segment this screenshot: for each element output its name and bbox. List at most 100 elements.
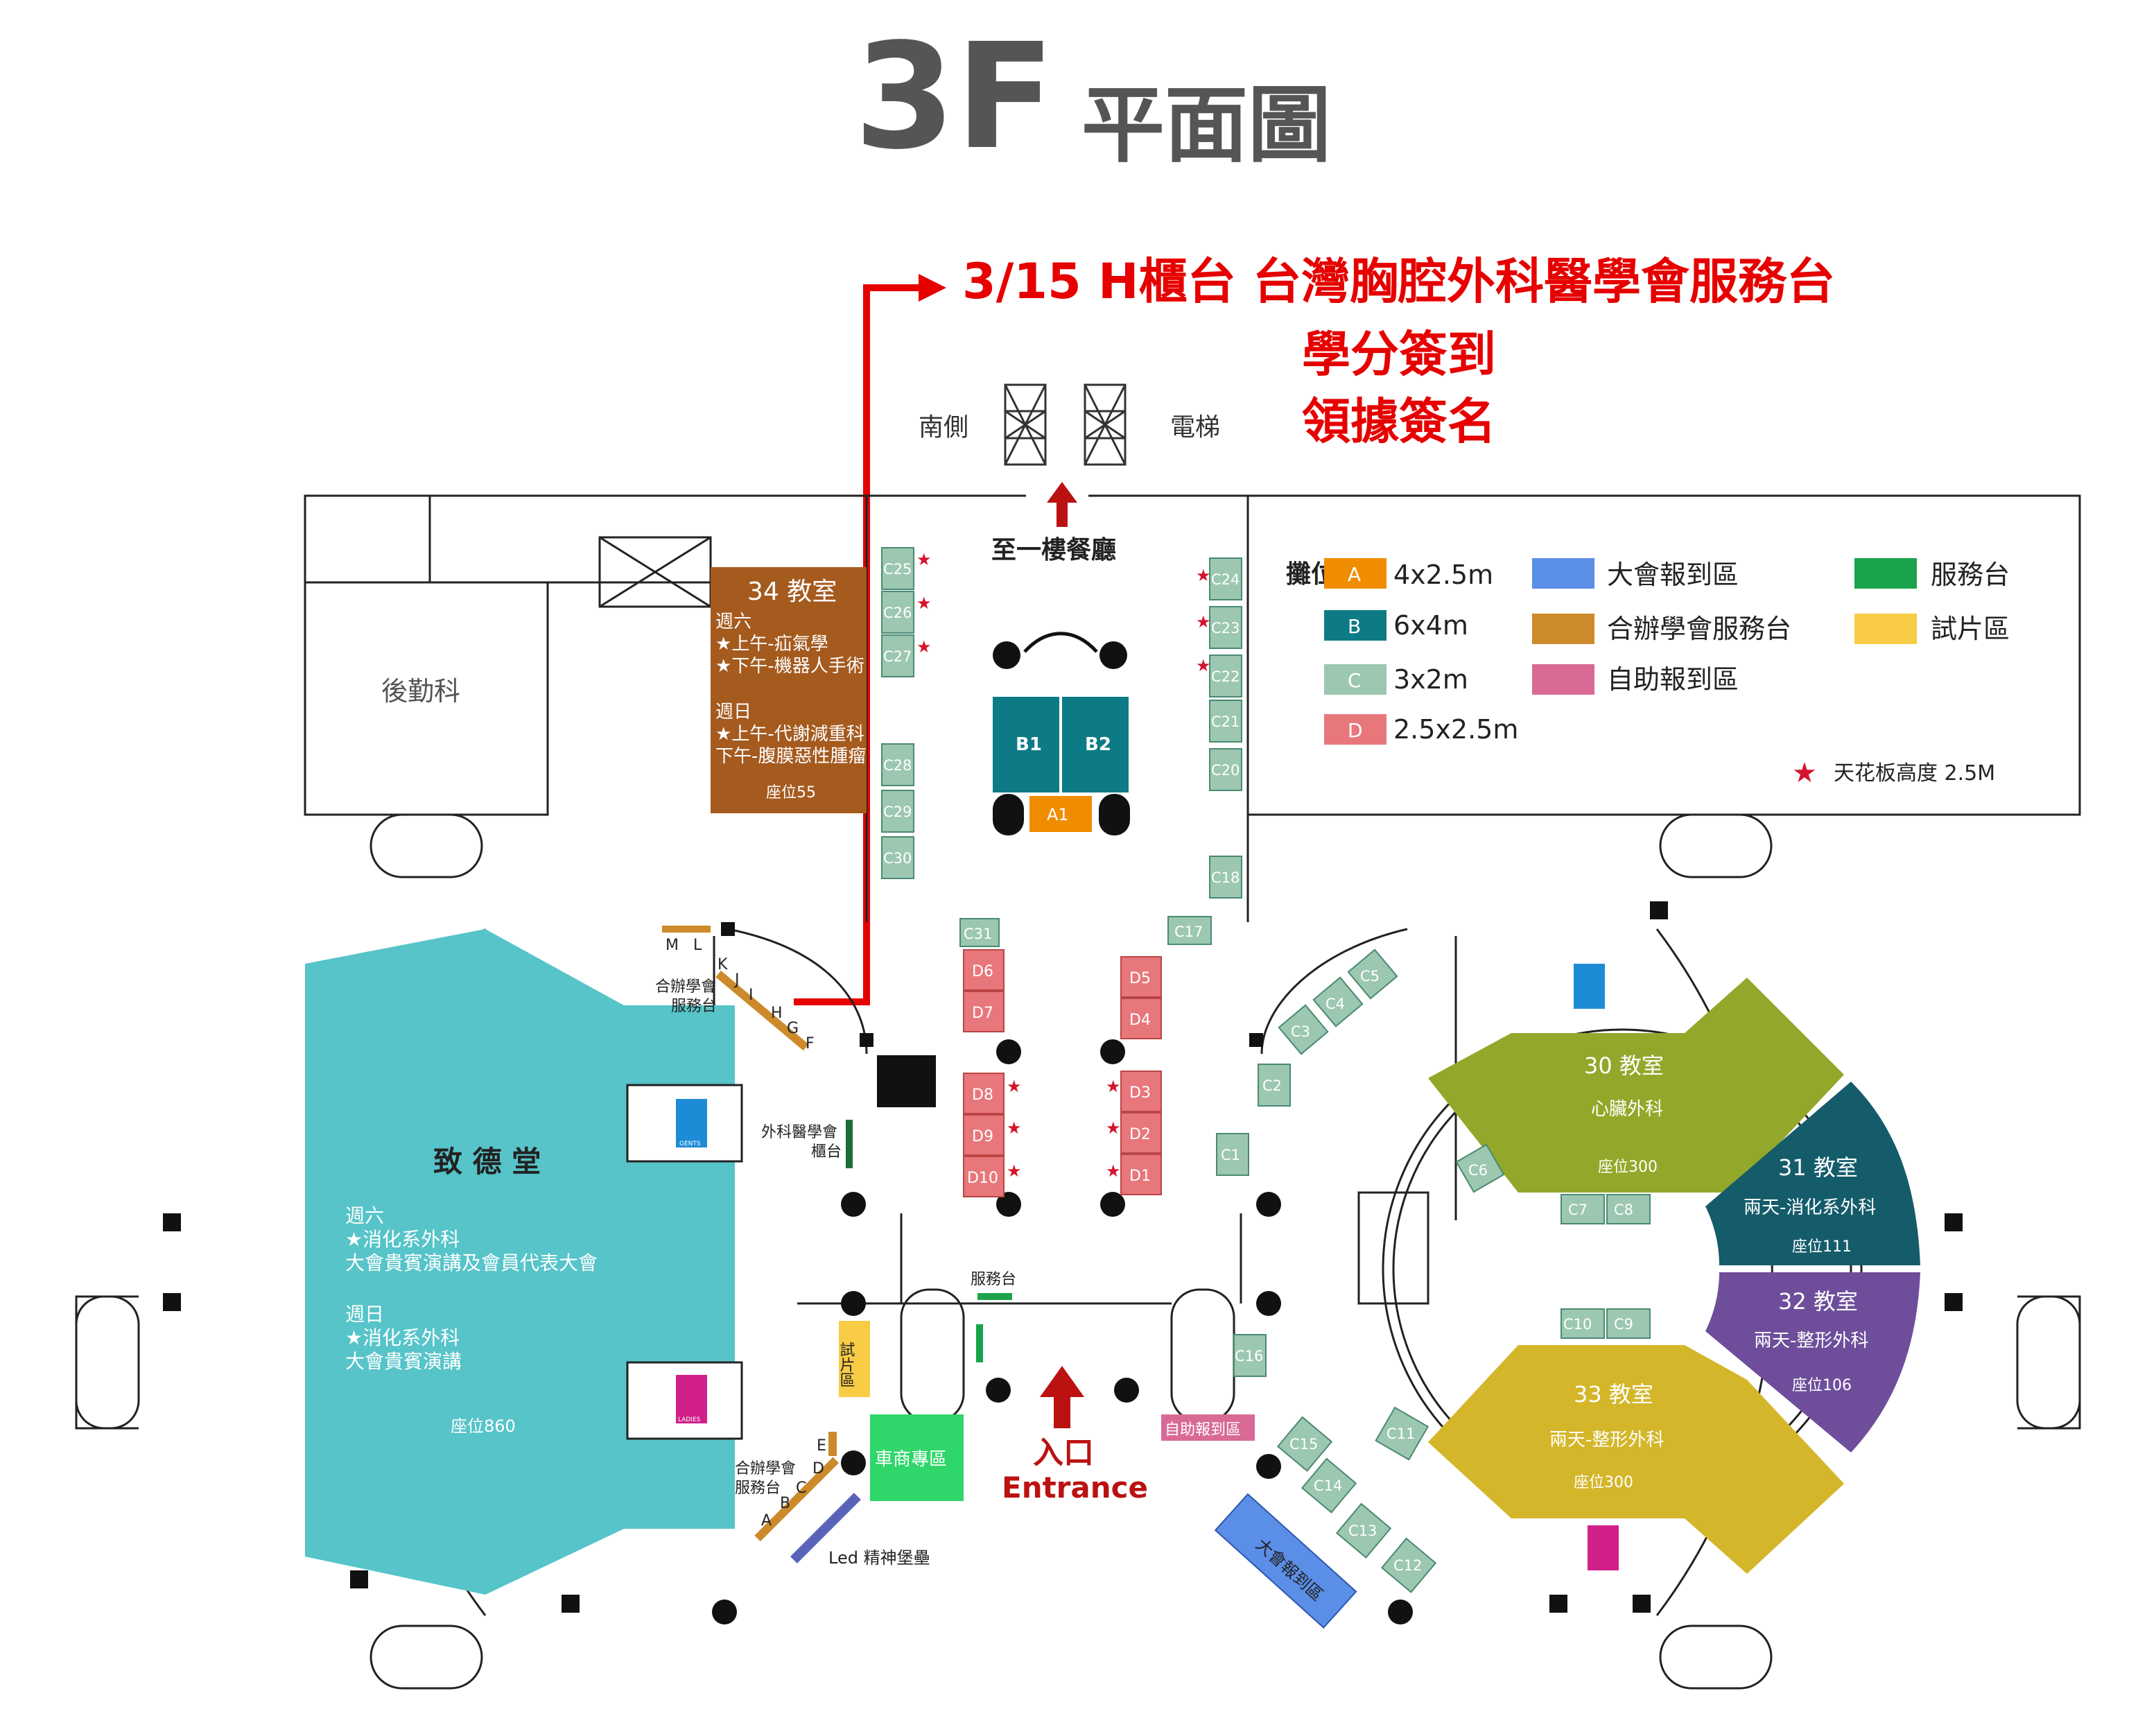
room34-line: 週六 [715, 612, 751, 632]
self-checkin-area[interactable]: 自助報到區 [1161, 1414, 1255, 1441]
booth-c13: C13 [1335, 1502, 1392, 1559]
notice-block: 3/15 H櫃台 台灣胸腔外科醫學會服務台 學分簽到 領據簽名 [794, 253, 1835, 1005]
booth-c14-label: C14 [1314, 1477, 1342, 1494]
restroom-ladies-left: LADIES [626, 1361, 743, 1440]
legend-size-c-label: 3x2m [1393, 664, 1468, 695]
restroom-gents-left: GENTS [626, 1084, 743, 1163]
film-area[interactable]: 試片區 [837, 1321, 871, 1397]
booth-c6: C6 [1455, 1143, 1505, 1193]
booth-c16-label: C16 [1235, 1348, 1263, 1364]
room30-sub: 心臟外科 [1591, 1099, 1663, 1120]
booth-c8: C8 [1606, 1194, 1651, 1224]
svg-text:★: ★ [1196, 612, 1211, 632]
surgery-desk[interactable]: 外科醫學會 櫃台 [761, 1120, 853, 1168]
service-desk[interactable]: 服務台 [971, 1271, 1016, 1362]
title-big: 3F [854, 12, 1055, 182]
registration-area[interactable]: 大會報到區 [1214, 1493, 1357, 1629]
restroom-gents-right [1574, 964, 1605, 1009]
legend-area-service: 服務台 [1854, 558, 2010, 590]
svg-text:★: ★ [1007, 1077, 1022, 1096]
room33-seats: 座位300 [1574, 1474, 1633, 1491]
letter-i: I [749, 987, 754, 1004]
room34-line: ★上午-疝氣學 [715, 634, 828, 655]
vendor-area[interactable]: 車商專區 [870, 1414, 964, 1501]
hall-seats: 座位860 [451, 1416, 516, 1436]
room-30[interactable]: 30 教室 心臟外科 座位300 [1428, 978, 1844, 1193]
entrance-en: Entrance [1002, 1471, 1148, 1505]
c-booths[interactable]: C25 C26 C27 C28 C29 C30 C31 C24 C23 C22 … [881, 547, 1651, 1593]
room-31[interactable]: 31 教室 兩天-消化系外科 座位111 [1705, 1082, 1920, 1265]
booth-c7: C7 [1561, 1194, 1605, 1224]
letter-m: M [666, 937, 679, 954]
hall-line: ★消化系外科 [345, 1326, 460, 1349]
ladies-label: LADIES [678, 1416, 701, 1423]
joint-desk-lower[interactable]: 合辦學會 服務台 E D C B A [735, 1432, 839, 1542]
room31-sub: 兩天-消化系外科 [1744, 1197, 1876, 1218]
svg-text:★: ★ [1106, 1077, 1121, 1096]
joint-desk-lower-line1: 合辦學會 [735, 1460, 796, 1477]
pillars [163, 901, 1963, 1613]
room34-seats: 座位55 [766, 784, 816, 801]
booth-c11-label: C11 [1386, 1425, 1415, 1442]
booth-d3: D3 [1120, 1071, 1162, 1112]
legend-area-registration-label: 大會報到區 [1607, 560, 1739, 590]
booth-c14: C14 [1301, 1457, 1357, 1514]
booth-b1[interactable]: B1 [993, 697, 1059, 792]
booth-d6: D6 [963, 949, 1005, 991]
svg-text:★: ★ [1007, 1118, 1022, 1138]
booth-d3-label: D3 [1129, 1084, 1151, 1102]
booth-b2[interactable]: B2 [1062, 697, 1129, 792]
booth-c10: C10 [1561, 1308, 1605, 1339]
booth-c13-label: C13 [1348, 1523, 1377, 1539]
legend-size-d-label: 2.5x2.5m [1393, 714, 1518, 745]
booth-d9: D9 [963, 1114, 1005, 1156]
room34-title: 34 教室 [747, 578, 837, 606]
booth-b1-label: B1 [1016, 734, 1042, 755]
booth-c5-label: C5 [1360, 968, 1380, 985]
main-hall[interactable]: 致 德 堂 週六 ★消化系外科 大會貴賓演講及會員代表大會 週日 ★消化系外科 … [305, 929, 735, 1595]
booth-d5-label: D5 [1129, 970, 1151, 987]
room34-line: ★下午-機器人手術 [715, 656, 864, 677]
booth-c23: C23 [1209, 606, 1242, 649]
booth-d10: D10 [963, 1156, 1005, 1197]
letter-f: F [806, 1035, 815, 1052]
booth-c15-label: C15 [1289, 1436, 1318, 1453]
booth-c22-label: C22 [1211, 668, 1240, 685]
booth-a1[interactable]: A1 [1029, 796, 1092, 832]
letter-b: B [780, 1495, 790, 1512]
booth-d5: D5 [1120, 956, 1162, 998]
letter-c: C [796, 1480, 806, 1497]
joint-desk-upper[interactable]: 合辦學會 服務台 M L K J I H G F [655, 926, 815, 1052]
hall-line: 週日 [345, 1303, 384, 1326]
letter-j: J [733, 971, 740, 989]
d-booths[interactable]: D6 D7 D8 D9 D10 D5 D4 D3 D2 D1 [963, 949, 1162, 1197]
letter-k: K [718, 956, 728, 973]
booth-c31-label: C31 [964, 926, 992, 942]
room34-line: 下午-腹膜惡性腫瘤 [715, 746, 866, 767]
booth-c12: C12 [1380, 1537, 1437, 1593]
booth-c21: C21 [1209, 700, 1242, 743]
booth-c17: C17 [1167, 916, 1212, 945]
booth-d8-label: D8 [972, 1086, 993, 1104]
room-34[interactable]: 34 教室 週六 ★上午-疝氣學 ★下午-機器人手術 週日 ★上午-代謝減重科 … [711, 567, 867, 813]
booth-c24: C24 [1209, 557, 1242, 600]
to-restaurant-arrow: 至一樓餐廳 [991, 482, 1116, 564]
svg-text:★: ★ [1007, 1161, 1022, 1181]
letter-e: E [817, 1437, 826, 1455]
booth-c28-label: C28 [883, 757, 912, 774]
service-desk-label: 服務台 [971, 1271, 1016, 1288]
joint-desk-upper-line1: 合辦學會 [655, 978, 716, 996]
room30-seats: 座位300 [1598, 1159, 1658, 1176]
booth-d7: D7 [963, 991, 1005, 1032]
south-label: 南側 [919, 413, 968, 442]
self-checkin-label: 自助報到區 [1165, 1421, 1241, 1439]
booth-d4-label: D4 [1129, 1012, 1151, 1029]
booth-c26: C26 [881, 591, 914, 634]
room32-seats: 座位106 [1792, 1377, 1852, 1394]
room-33[interactable]: 33 教室 兩天-整形外科 座位300 [1428, 1345, 1844, 1574]
booth-c9: C9 [1606, 1308, 1651, 1339]
room-32[interactable]: 32 教室 兩天-整形外科 座位106 [1705, 1272, 1920, 1453]
